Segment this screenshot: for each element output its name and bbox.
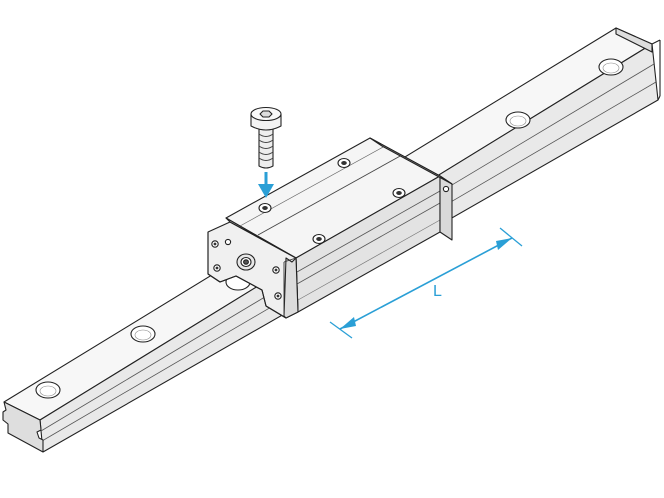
rail-hole — [602, 62, 620, 74]
block-front-outline — [207, 232, 287, 319]
rail-hole — [134, 329, 152, 341]
carriage-block — [207, 137, 453, 319]
insertion-arrow — [258, 172, 274, 198]
rail-hole — [505, 111, 531, 129]
rail-hole — [130, 325, 156, 343]
rail-holes — [35, 58, 624, 399]
rail-hole — [39, 385, 57, 397]
rail-end-profile — [2, 401, 44, 453]
cap-screw — [250, 106, 282, 169]
rail-hole — [35, 381, 61, 399]
rail-hole — [598, 58, 624, 76]
end-cap-screw — [442, 185, 450, 193]
dimension-line — [329, 227, 523, 339]
block-ridge — [257, 154, 403, 236]
block-end-seal — [225, 217, 299, 319]
rail-right-end — [615, 27, 653, 53]
block-end-cap-right — [439, 175, 453, 241]
screw-shank — [258, 127, 274, 169]
rail-hole — [509, 115, 527, 127]
dimension-label-l: L — [433, 283, 442, 300]
hex-socket-icon — [259, 110, 273, 118]
front-screw — [224, 238, 232, 246]
